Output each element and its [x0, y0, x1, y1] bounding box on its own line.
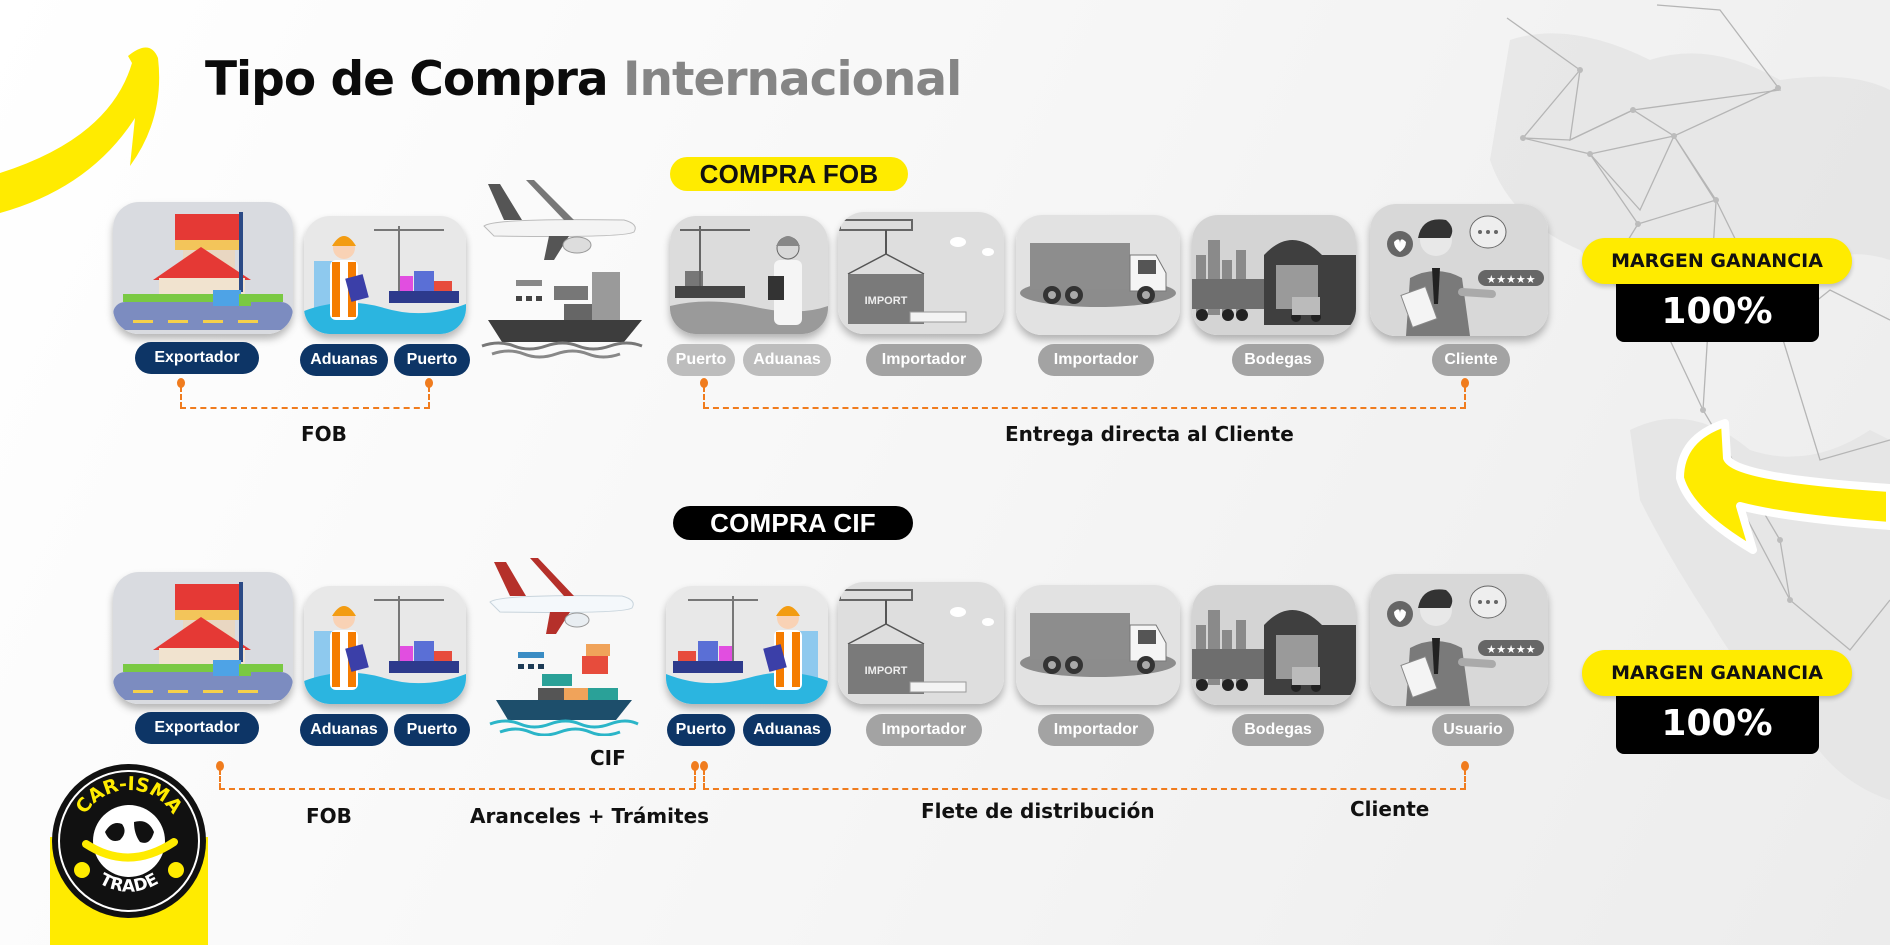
connector-dot [700, 378, 708, 388]
tag-importador: Importador [1038, 344, 1154, 376]
connector-line [219, 769, 221, 789]
fob-bracket-line [180, 407, 430, 409]
flete-bracket-line [703, 788, 1466, 790]
importador-truck-card [1016, 215, 1180, 335]
importador-truck-card [1016, 585, 1180, 705]
tag-cliente: Cliente [1432, 344, 1510, 376]
tag-bodegas: Bodegas [1232, 344, 1324, 376]
connector-line [703, 386, 705, 408]
connector-dot [700, 761, 708, 771]
connector-dot [1461, 761, 1469, 771]
usuario-card: ★★★★★ [1370, 574, 1548, 706]
delivery-truck-icon [1016, 215, 1180, 335]
warehouse-forklift-icon [1192, 215, 1356, 335]
tag-bodegas: Bodegas [1232, 714, 1324, 746]
car-isma-trade-logo: CAR-ISMA TRADE [50, 762, 208, 945]
aduanas-puerto-card [304, 216, 466, 334]
title-part-1: Tipo de Compra [205, 52, 609, 107]
fob-bracket-label: FOB [301, 422, 347, 446]
cif-margin-box: MARGEN GANANCIA 100% [1582, 650, 1852, 754]
import-container-crane-icon: IMPORT [838, 582, 1004, 704]
compra-cif-heading: COMPRA CIF [673, 506, 913, 540]
compra-fob-heading: COMPRA FOB [670, 157, 908, 191]
customs-agent-port-icon [304, 216, 466, 334]
aduanas-puerto-card [304, 586, 466, 704]
tag-puerto: Puerto [394, 714, 470, 746]
tag-importador: Importador [1038, 714, 1154, 746]
importador-container-card: IMPORT [838, 582, 1004, 704]
warehouse-forklift-icon [1192, 585, 1356, 705]
entrega-bracket-line [703, 407, 1466, 409]
connector-line [1464, 769, 1466, 789]
customer-review-icon: ★★★★★ [1370, 574, 1548, 706]
connector-line [703, 769, 705, 789]
connector-dot [425, 378, 433, 388]
tag-puerto: Puerto [667, 344, 735, 376]
tag-exportador: Exportador [135, 712, 259, 744]
factory-warehouse-icon [113, 572, 293, 704]
exportador-card [113, 202, 293, 334]
title-part-2: Internacional [623, 52, 962, 107]
margin-label: MARGEN GANANCIA [1582, 650, 1852, 696]
svg-text:IMPORT: IMPORT [865, 295, 908, 307]
exportador-card [113, 572, 293, 704]
margin-value: 100% [1615, 280, 1819, 342]
aranceles-label: Aranceles + Trámites [470, 804, 710, 828]
logo-emblem: CAR-ISMA TRADE [52, 764, 206, 918]
yellow-curved-arrow-decoration [1676, 419, 1890, 554]
connector-dot [177, 378, 185, 388]
delivery-truck-icon [1016, 585, 1180, 705]
tag-aduanas: Aduanas [743, 714, 831, 746]
customer-review-icon: ★★★★★ [1370, 204, 1548, 336]
svg-text:★★★★★: ★★★★★ [1486, 643, 1535, 656]
bodegas-card [1192, 585, 1356, 705]
tag-puerto: Puerto [667, 714, 735, 746]
tag-puerto: Puerto [394, 344, 470, 376]
margin-label: MARGEN GANANCIA [1582, 238, 1852, 284]
margin-value: 100% [1615, 692, 1819, 754]
connector-dot [1461, 378, 1469, 388]
connector-dot [216, 761, 224, 771]
connector-line [428, 386, 430, 408]
importador-container-card: IMPORT [838, 212, 1004, 334]
import-container-crane-icon: IMPORT [838, 212, 1004, 334]
puerto-aduanas-card [670, 216, 828, 334]
entrega-bracket-label: Entrega directa al Cliente [1005, 422, 1294, 446]
connector-line [180, 386, 182, 408]
tag-exportador: Exportador [135, 342, 259, 374]
puerto-aduanas-card [666, 586, 828, 704]
connector-line [1464, 386, 1466, 408]
svg-text:★★★★★: ★★★★★ [1486, 273, 1535, 286]
plane-and-cargo-ship-icon [481, 180, 643, 359]
factory-warehouse-icon [113, 202, 293, 334]
flete-label: Flete de distribución [921, 799, 1155, 823]
customs-agent-port-icon [304, 586, 466, 704]
cliente-card: ★★★★★ [1370, 204, 1548, 336]
cliente-label: Cliente [1350, 797, 1430, 821]
tag-importador: Importador [866, 714, 982, 746]
tag-usuario: Usuario [1432, 714, 1514, 746]
bodegas-card [1192, 215, 1356, 335]
customs-agent-port-icon [670, 216, 828, 334]
page-title: Tipo de Compra Internacional [205, 52, 962, 107]
cif-fob-label: FOB [306, 804, 352, 828]
fob-aranceles-bracket-line [219, 788, 695, 790]
cif-transport-label: CIF [590, 746, 626, 770]
tag-aduanas: Aduanas [300, 344, 388, 376]
fob-margin-box: MARGEN GANANCIA 100% [1582, 238, 1852, 342]
customs-agent-port-icon [666, 586, 828, 704]
tag-aduanas: Aduanas [743, 344, 831, 376]
connector-dot [691, 761, 699, 771]
plane-and-cargo-ship-icon [489, 558, 639, 736]
tag-aduanas: Aduanas [300, 714, 388, 746]
connector-line [694, 769, 696, 789]
tag-importador: Importador [866, 344, 982, 376]
yellow-arrow-decoration [0, 47, 160, 213]
svg-text:IMPORT: IMPORT [865, 665, 908, 677]
